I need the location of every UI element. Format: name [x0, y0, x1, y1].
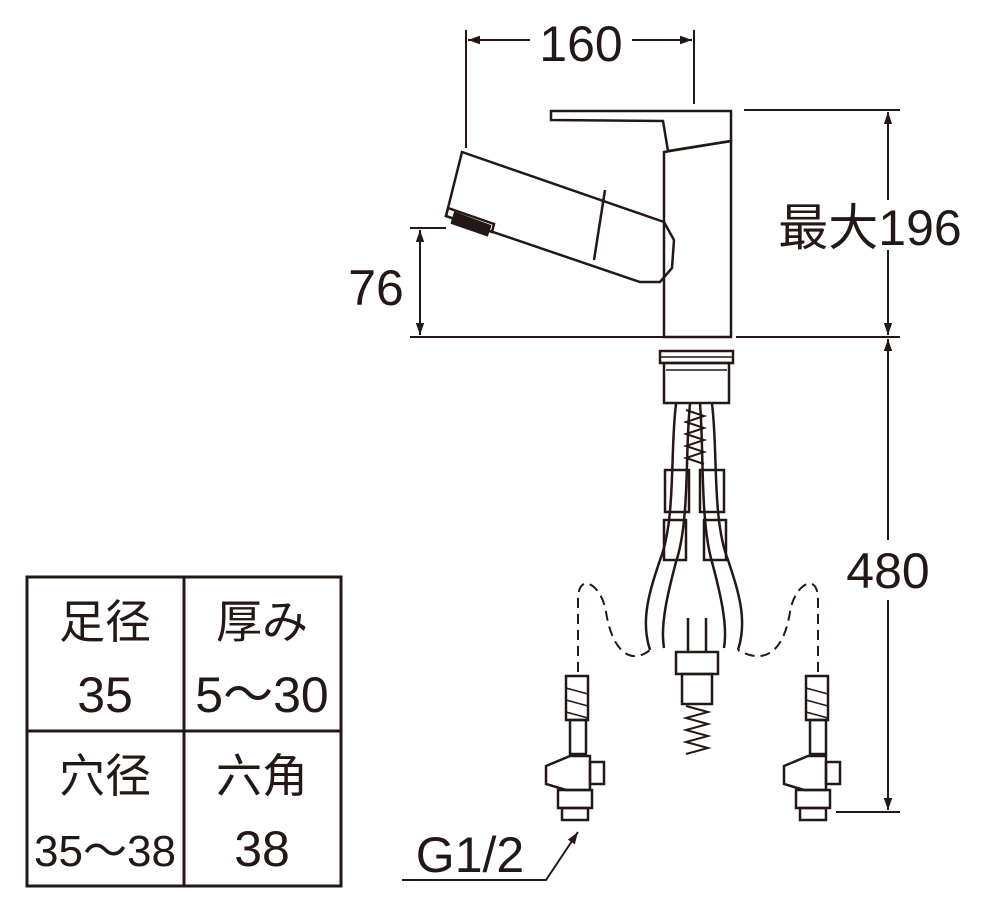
spec-value-hex: 38 [234, 821, 290, 877]
faucet-column [662, 139, 733, 339]
hose-spring [682, 409, 708, 465]
supply-connector-right [782, 674, 842, 822]
thread-size-label: G1/2 [416, 827, 524, 883]
supply-connector-left [544, 674, 606, 822]
spec-label-hole-diameter: 穴径 [59, 749, 151, 803]
hose-break-left [577, 582, 651, 672]
spec-table: 足径 35 厚み 5～30 穴径 35～38 六角 38 [25, 575, 343, 888]
height-max-label: 最大196 [778, 200, 961, 256]
spout-aerator-tip [450, 211, 492, 237]
shower-hose-spring [682, 705, 712, 755]
thread-leader-line [402, 831, 579, 881]
hose-break-right [737, 582, 819, 672]
spec-label-hex: 六角 [216, 749, 308, 803]
spout-height-label: 76 [348, 260, 404, 316]
hose-length-label: 480 [846, 543, 929, 599]
spec-label-foot-diameter: 足径 [59, 595, 151, 649]
faucet-illustration [444, 109, 842, 822]
spout-joint-line [592, 189, 607, 261]
spec-value-hole-diameter: 35～38 [34, 827, 176, 876]
spec-value-thickness: 5～30 [195, 667, 328, 723]
mounting-shank [662, 361, 731, 405]
spec-label-thickness: 厚み [216, 595, 308, 649]
pull-out-spout [444, 150, 676, 284]
width-label: 160 [539, 16, 622, 72]
spec-value-foot-diameter: 35 [77, 667, 133, 723]
hose-connector [674, 650, 720, 676]
hose-left [644, 403, 678, 651]
